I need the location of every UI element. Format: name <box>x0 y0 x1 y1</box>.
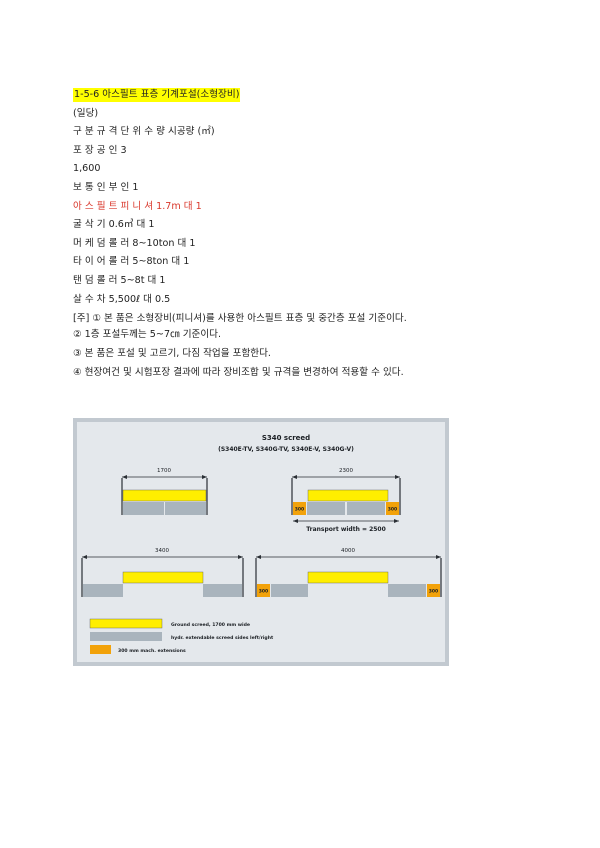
ground-screed-block <box>307 489 389 502</box>
width-label: 1700 <box>157 468 171 474</box>
extension-label: 300 <box>388 507 397 513</box>
note-3: ③ 본 품은 포설 및 고르기, 다짐 작업을 포함한다. <box>73 347 271 359</box>
extendable-side-left <box>123 502 164 515</box>
ground-screed-block <box>307 571 389 584</box>
screed-config-1700: 1700 <box>121 468 208 515</box>
extension-label: 300 <box>429 589 438 595</box>
dimension-arrow <box>436 555 441 559</box>
diagram-subtitle: (S340E-TV, S340G-TV, S340E-V, S340G-V) <box>218 446 354 453</box>
note-1: [주] ① 본 품은 소형장비(피니셔)를 사용한 아스필트 표층 및 중간층 … <box>73 313 407 325</box>
screed-config-4000: 4000 300 300 <box>255 548 442 597</box>
dimension-arrow <box>293 519 298 523</box>
section-title-line: 1-5-6 아스필트 표층 기계포설(소형장비) <box>73 86 463 105</box>
extendable-side-left <box>271 584 308 597</box>
dimension-arrow <box>395 475 400 479</box>
section-title: 1-5-6 아스필트 표층 기계포설(소형장비) <box>73 88 241 102</box>
width-label: 4000 <box>341 548 355 554</box>
diagram-title: S340 screed <box>262 434 310 442</box>
dimension-arrow <box>394 519 399 523</box>
screed-config-3400: 3400 <box>81 548 244 597</box>
unit-note: (일당) <box>73 107 99 119</box>
table-row: 포 장 공 인 3 <box>73 144 127 156</box>
ground-screed-block <box>122 571 204 584</box>
table-row: 타 이 어 롤 러 5~8ton 대 1 <box>73 256 190 268</box>
transport-width-label: Transport width = 2500 <box>306 526 386 533</box>
table-row: 탠 덤 롤 러 5~8t 대 1 <box>73 274 166 286</box>
table-row: 1,600 <box>73 163 101 175</box>
extendable-side-right <box>165 502 206 515</box>
extendable-side-right <box>203 584 242 597</box>
legend-label: 300 mm mach. extensions <box>118 648 186 654</box>
legend-label: hydr. extendable screed sides left/right <box>171 635 274 641</box>
dimension-arrow <box>202 475 207 479</box>
mech-extension-left <box>257 584 270 597</box>
screed-config-2300: 2300 300 300 Transport width = 2500 <box>291 468 401 533</box>
legend-swatch-extendable-sides <box>90 632 162 641</box>
table-row: 머 케 덤 롤 러 8~10ton 대 1 <box>73 237 196 249</box>
dimension-arrow <box>292 475 297 479</box>
width-label: 3400 <box>155 548 169 554</box>
screed-diagram-svg: S340 screed (S340E-TV, S340G-TV, S340E-V… <box>73 418 449 666</box>
legend-label: Ground screed, 1700 mm wide <box>171 622 250 628</box>
legend: Ground screed, 1700 mm wide hydr. extend… <box>89 618 274 654</box>
dimension-arrow <box>256 555 261 559</box>
extension-label: 300 <box>295 507 304 513</box>
screed-diagram: S340 screed (S340E-TV, S340G-TV, S340E-V… <box>73 418 449 666</box>
dimension-arrow <box>238 555 243 559</box>
mech-extension-right <box>427 584 440 597</box>
document-text: 1-5-6 아스필트 표층 기계포설(소형장비) (일당) 구 분 규 격 단 … <box>73 86 463 380</box>
mech-extension-right <box>386 502 399 515</box>
extendable-side-left <box>83 584 123 597</box>
extendable-side-left <box>307 502 345 515</box>
legend-swatch-ground-screed <box>89 618 163 629</box>
table-header: 구 분 규 격 단 위 수 량 시공량 (㎡) <box>73 126 215 138</box>
dimension-arrow <box>82 555 87 559</box>
table-row-highlight: 아 스 필 트 피 니 셔 1.7m 대 1 <box>73 200 202 212</box>
note-2: ② 1층 포설두께는 5~7㎝ 기준이다. <box>73 329 222 341</box>
table-row: 보 통 인 부 인 1 <box>73 181 139 193</box>
ground-screed-block <box>122 489 207 502</box>
extendable-side-right <box>388 584 426 597</box>
extendable-side-right <box>347 502 385 515</box>
width-label: 2300 <box>339 468 353 474</box>
table-row: 굴 삭 기 0.6㎥ 대 1 <box>73 219 155 231</box>
legend-swatch-mech-extensions <box>90 645 111 654</box>
table-row: 살 수 차 5,500ℓ 대 0.5 <box>73 293 171 305</box>
extension-label: 300 <box>259 589 268 595</box>
mech-extension-left <box>293 502 306 515</box>
dimension-arrow <box>122 475 127 479</box>
note-4: ④ 현장여건 및 시험포장 결과에 따라 장비조합 및 규격을 변경하여 적용할… <box>73 367 404 379</box>
